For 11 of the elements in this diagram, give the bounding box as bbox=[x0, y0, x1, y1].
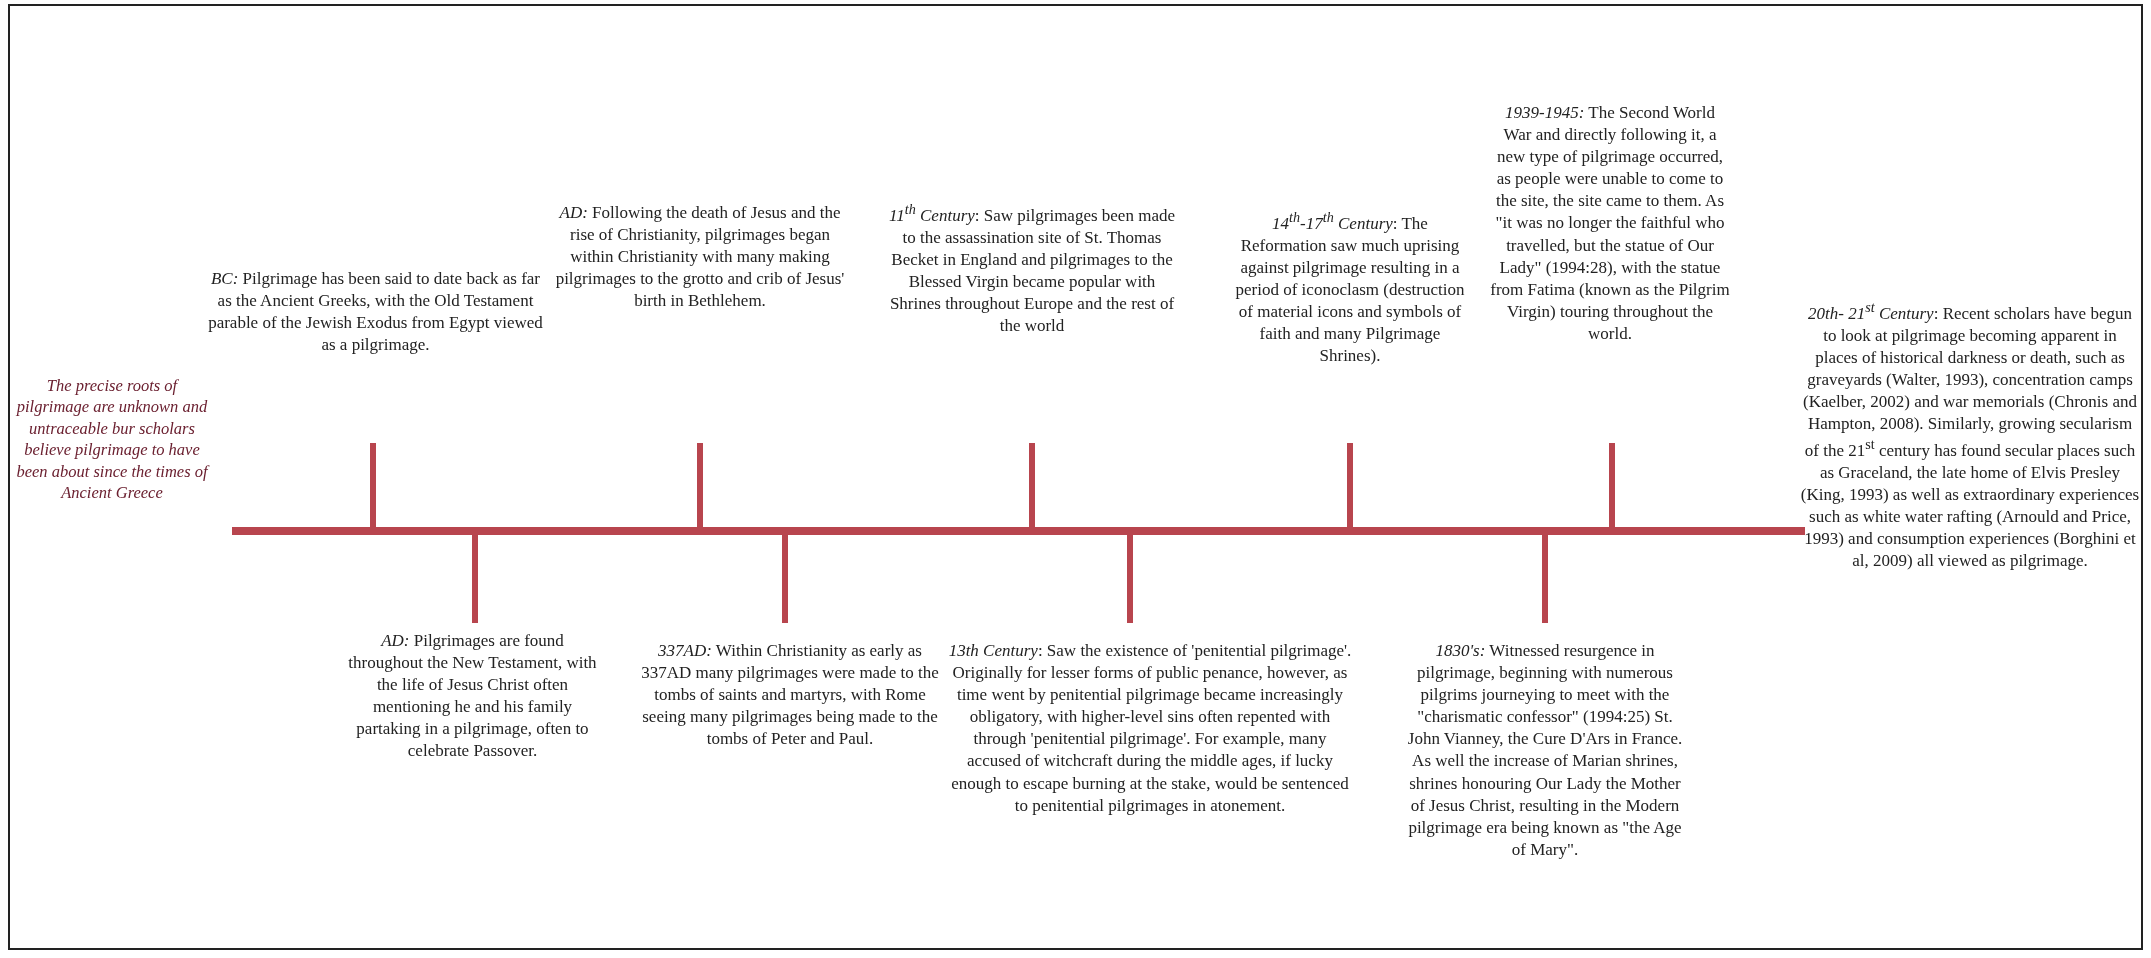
timeline-entry: 20th- 21$^{st}$ Century: Recent scholars have begun to look at pilgrimage becoming apparent in places of historical darkness or death, such as graveyards (Walter, 1993), concentration camps (Kaelber, 2002) and war memorials (Chronis and Hampton, 2008). Similarly, growing secularism of the 21$^{st}$ century has found secular places such as Graceland, the late home of Elvis Presley (King, 1993) as well as extraordinary experiences such as white water rafting (Arnould and Price, 1993) and consumption experiences (Borghini et al, 2009) all viewed as pilgrimage. bbox=[1800, 298, 2140, 573]
timeline-entry: BC: Pilgrimage has been said to date back as far as the Ancient Greeks, with the Old Testament parable of the Jewish Exodus from Egypt viewed as a pilgrimage. bbox=[208, 268, 543, 357]
timeline-entry: 11$^{th}$ Century: Saw pilgrimages been made to the assassination site of St. Thomas Becket in England and pilgrimages to the Blessed Virgin became popular with Shrines throughout Europe and the rest of the world bbox=[888, 200, 1176, 338]
timeline-entry: 337AD: Within Christianity as early as 337AD many pilgrimages were made to the tombs of saints and martyrs, with Rome seeing many pilgrimages being made to the tombs of Peter and Paul. bbox=[640, 640, 940, 751]
timeline-entry: 1939-1945: The Second World War and directly following it, a new type of pilgrimage occurred, as people were unable to come to the site, the site came to them. As "it was no longer the faithful who travelled, but the statue of Our Lady" (1994:28), with the statue from Fatima (known as the Pilgrim Virgin) touring throughout the world. bbox=[1490, 102, 1730, 345]
timeline-entry: AD: Following the death of Jesus and the rise of Christianity, pilgrimages began within Christianity with many making pilgrimages to the grotto and crib of Jesus' birth in Bethlehem. bbox=[555, 202, 845, 313]
timeline-entry: 1830's: Witnessed resurgence in pilgrimage, beginning with numerous pilgrims journeying to meet with the "charismatic confessor" (1994:25) St. John Vianney, the Cure D'Ars in France. As well the increase of Marian shrines, shrines honouring Our Lady the Mother of Jesus Christ, resulting in the Modern pilgrimage era being known as "the Age of Mary". bbox=[1406, 640, 1684, 861]
intro-note: The precise roots of pilgrimage are unknown and untraceable bur scholars believe pilgrimage to have been about since the times of Ancient Greece bbox=[15, 375, 211, 504]
timeline-entry: 13th Century: Saw the existence of 'penitential pilgrimage'. Originally for lesser forms of public penance, however, as time went by penitential pilgrimage became increasingly obligatory, with higher-level sins often repented with through 'penitential pilgrimage'. For example, many accused of witchcraft during the middle ages, if lucky enough to escape burning at the stake, would be sentenced to penitential pilgrimages in atonement. bbox=[947, 640, 1353, 817]
timeline-entry: 14$^{th}$-17$^{th}$ Century: The Reformation saw much uprising against pilgrimage resulting in a period of iconoclasm (destruction of material icons and symbols of faith and many Pilgrimage Shrines). bbox=[1234, 208, 1466, 368]
timeline-entry: AD: Pilgrimages are found throughout the New Testament, with the life of Jesus Christ often mentioning he and his family partaking in a pilgrimage, often to celebrate Passover. bbox=[347, 630, 598, 763]
